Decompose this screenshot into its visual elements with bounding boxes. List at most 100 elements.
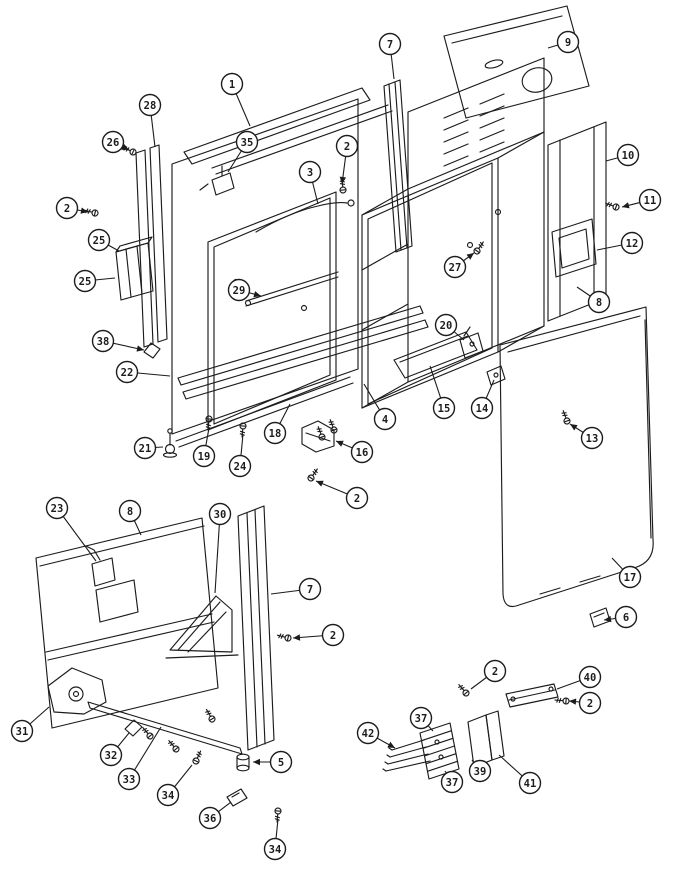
hinge-bracket bbox=[301, 420, 335, 453]
leader-arrowhead-icon bbox=[253, 758, 260, 766]
leveling-foot bbox=[162, 428, 178, 458]
callout-number: 35 bbox=[241, 137, 254, 149]
callout-balloon bbox=[117, 767, 141, 791]
callout-2: 2 bbox=[55, 196, 89, 220]
callout-38: 38 bbox=[91, 329, 145, 353]
leader-arrowhead-icon bbox=[336, 440, 344, 447]
callout-7: 7 bbox=[378, 32, 402, 80]
callout-number: 8 bbox=[127, 506, 133, 518]
callout-balloon bbox=[228, 454, 252, 478]
callout-balloon bbox=[440, 770, 464, 794]
callout-number: 27 bbox=[449, 262, 462, 274]
callout-number: 2 bbox=[344, 141, 350, 153]
callout-number: 32 bbox=[105, 750, 118, 762]
callout-balloon bbox=[432, 396, 456, 420]
clip-6 bbox=[589, 607, 611, 628]
leader-arrowhead-icon bbox=[387, 741, 395, 748]
callout-balloon bbox=[133, 436, 157, 460]
left-trim-strips bbox=[135, 144, 168, 348]
callout-number: 20 bbox=[440, 320, 453, 332]
callout-balloon bbox=[138, 93, 162, 117]
bottom-panel bbox=[393, 331, 478, 379]
callout-20: 20 bbox=[434, 313, 465, 341]
callout-2: 2 bbox=[470, 659, 507, 690]
callout-balloon bbox=[235, 130, 259, 154]
callout-number: 38 bbox=[97, 336, 110, 348]
callout-number: 2 bbox=[587, 698, 593, 710]
screw-glyph bbox=[456, 682, 471, 698]
callout-25: 25 bbox=[73, 269, 116, 293]
callout-balloon bbox=[378, 32, 402, 56]
callout-number: 22 bbox=[121, 367, 134, 379]
callout-number: 2 bbox=[492, 666, 498, 678]
leader-arrowhead-icon bbox=[604, 615, 612, 623]
callout-9: 9 bbox=[547, 30, 580, 54]
screw-glyph bbox=[559, 409, 572, 426]
front-frame bbox=[171, 98, 359, 435]
callout-26: 26 bbox=[101, 130, 130, 154]
wire-leads-42 bbox=[382, 739, 431, 772]
screw-glyph bbox=[276, 631, 293, 643]
screw-glyph bbox=[306, 466, 321, 483]
callout-number: 7 bbox=[387, 39, 393, 51]
screws bbox=[83, 144, 621, 823]
callout-1: 1 bbox=[220, 72, 251, 127]
callout-number: 16 bbox=[356, 447, 369, 459]
callout-number: 19 bbox=[198, 451, 211, 463]
callout-36: 36 bbox=[198, 801, 232, 830]
leader-arrowhead-icon bbox=[136, 345, 144, 352]
callout-17: 17 bbox=[611, 557, 642, 589]
callout-number: 6 bbox=[623, 612, 629, 624]
callout-number: 36 bbox=[204, 813, 217, 825]
callout-40: 40 bbox=[556, 665, 602, 690]
callout-2: 2 bbox=[315, 480, 369, 510]
callout-number: 24 bbox=[234, 461, 247, 473]
callout-number: 2 bbox=[330, 630, 336, 642]
callout-number: 4 bbox=[382, 414, 388, 426]
callout-number: 37 bbox=[446, 777, 459, 789]
callout-2: 2 bbox=[335, 134, 359, 185]
callout-35: 35 bbox=[227, 130, 259, 173]
backguard-panel bbox=[443, 5, 590, 119]
callout-balloon bbox=[345, 486, 369, 510]
callout-number: 25 bbox=[93, 235, 106, 247]
callout-balloon bbox=[263, 837, 287, 861]
callout-23: 23 bbox=[45, 496, 97, 562]
leader-arrowhead-icon bbox=[80, 207, 88, 214]
callout-balloon bbox=[350, 440, 374, 464]
callout-number: 1 bbox=[229, 79, 235, 91]
leader-arrowhead-icon bbox=[293, 634, 301, 641]
callout-number: 23 bbox=[51, 503, 64, 515]
callout-5: 5 bbox=[253, 750, 293, 774]
callout-28: 28 bbox=[138, 93, 162, 148]
callout-31: 31 bbox=[10, 706, 50, 743]
callout-balloon bbox=[518, 771, 542, 795]
callout-number: 12 bbox=[626, 238, 639, 250]
callout-8: 8 bbox=[118, 499, 142, 536]
callout-balloon bbox=[470, 396, 494, 420]
callout-16: 16 bbox=[335, 440, 374, 464]
callout-number: 21 bbox=[139, 443, 152, 455]
callout-25: 25 bbox=[87, 228, 120, 252]
clip-32 bbox=[124, 719, 143, 737]
callout-39: 39 bbox=[468, 759, 492, 783]
callout-11: 11 bbox=[621, 188, 662, 212]
leader-arrowhead-icon bbox=[339, 176, 347, 184]
callout-balloon bbox=[618, 565, 642, 589]
lower-left-panel bbox=[35, 517, 219, 729]
callout-balloon bbox=[263, 421, 287, 445]
callout-balloon bbox=[556, 30, 580, 54]
callout-37: 37 bbox=[440, 770, 464, 794]
callout-number: 40 bbox=[584, 672, 597, 684]
callout-number: 29 bbox=[233, 285, 246, 297]
callout-number: 2 bbox=[354, 493, 360, 505]
side-panel bbox=[499, 306, 654, 608]
top-manifold-panel bbox=[183, 87, 393, 175]
callout-30: 30 bbox=[208, 502, 232, 594]
callout-balloon bbox=[483, 659, 507, 683]
callout-4: 4 bbox=[363, 383, 397, 431]
callout-27: 27 bbox=[443, 252, 475, 279]
callout-34: 34 bbox=[263, 818, 287, 861]
